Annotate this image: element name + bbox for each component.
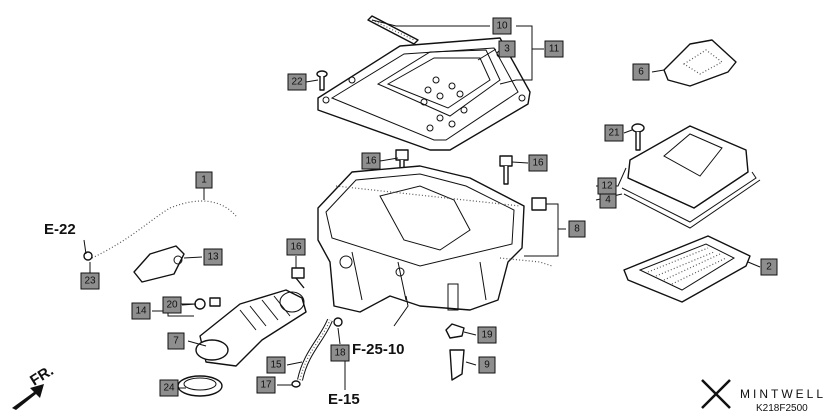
callout-23: 23 — [80, 272, 100, 290]
duct-cover-6 — [663, 39, 737, 87]
band-clamp-24 — [177, 375, 223, 397]
svg-text:6: 6 — [638, 67, 644, 78]
svg-text:8: 8 — [574, 224, 580, 235]
callout-21: 21 — [604, 124, 624, 142]
air-box-lid — [317, 37, 531, 151]
svg-text:19: 19 — [481, 330, 493, 341]
bolt-16-lower — [291, 267, 305, 289]
clip-19 — [445, 323, 465, 339]
callout-9: 9 — [478, 356, 496, 374]
drain-tube-15 — [297, 318, 333, 381]
cover-seal — [623, 179, 761, 229]
hose-guide-13 — [133, 245, 185, 283]
svg-text:21: 21 — [608, 128, 620, 139]
svg-text:1: 1 — [201, 175, 207, 186]
svg-text:16: 16 — [365, 156, 377, 167]
svg-text:22: 22 — [291, 77, 303, 88]
callout-7: 7 — [167, 332, 185, 350]
clip-17 — [291, 380, 301, 388]
front-direction-arrow-icon — [12, 384, 44, 410]
callout-17: 17 — [256, 376, 276, 394]
callout-2: 2 — [760, 258, 778, 276]
svg-text:20: 20 — [166, 300, 178, 311]
callout-24: 24 — [159, 379, 179, 397]
reference-e15: E-15 — [328, 391, 360, 408]
bolt-22 — [316, 70, 328, 91]
callout-1: 1 — [195, 171, 213, 189]
svg-text:12: 12 — [601, 181, 613, 192]
callout-16-right: 16 — [528, 154, 548, 172]
lid-strip — [367, 15, 419, 45]
bolt-16-right — [499, 155, 513, 185]
drain-plug-9 — [449, 349, 465, 381]
callout-20: 20 — [162, 296, 182, 314]
callout-3: 3 — [498, 40, 516, 58]
callout-14: 14 — [131, 302, 151, 320]
svg-text:13: 13 — [207, 252, 219, 263]
callout-8: 8 — [568, 220, 586, 238]
front-direction-label: FR. — [27, 362, 57, 389]
callout-11: 11 — [544, 40, 564, 58]
callout-22: 22 — [287, 73, 307, 91]
brand-name: MINTWELL — [740, 387, 826, 401]
air-filter-element — [623, 235, 751, 303]
filter-cover — [621, 125, 757, 223]
svg-text:18: 18 — [334, 348, 346, 359]
air-box-case — [317, 165, 553, 313]
callout-13: 13 — [203, 248, 223, 266]
diagram-code: K218F2500 — [756, 403, 808, 414]
svg-text:4: 4 — [605, 195, 611, 206]
svg-text:3: 3 — [504, 44, 510, 55]
callout-12: 12 — [597, 177, 617, 195]
svg-text:16: 16 — [532, 158, 544, 169]
clip-18 — [333, 317, 343, 327]
svg-text:15: 15 — [270, 360, 282, 371]
callout-10: 10 — [492, 17, 512, 35]
brand-logo-icon — [701, 379, 731, 409]
clip-23 — [83, 251, 93, 261]
svg-text:24: 24 — [163, 383, 175, 394]
svg-text:23: 23 — [84, 276, 96, 287]
bolt-21 — [631, 123, 645, 151]
svg-text:11: 11 — [549, 44, 560, 55]
svg-text:9: 9 — [484, 360, 490, 371]
clamp-20 — [194, 297, 221, 310]
callout-16-left: 16 — [361, 152, 381, 170]
svg-text:14: 14 — [135, 306, 147, 317]
svg-text:2: 2 — [766, 262, 772, 273]
callout-15: 15 — [266, 356, 286, 374]
breather-hose-1 — [91, 199, 238, 260]
svg-text:10: 10 — [496, 21, 508, 32]
callout-18: 18 — [330, 344, 350, 362]
svg-text:7: 7 — [173, 336, 179, 347]
svg-text:17: 17 — [260, 380, 272, 391]
callout-6: 6 — [632, 63, 650, 81]
reference-e22: E-22 — [44, 221, 76, 238]
callout-19: 19 — [477, 326, 497, 344]
svg-text:16: 16 — [290, 242, 302, 253]
reference-f2510: F-25-10 — [352, 341, 405, 358]
callout-16-lower: 16 — [286, 238, 306, 256]
